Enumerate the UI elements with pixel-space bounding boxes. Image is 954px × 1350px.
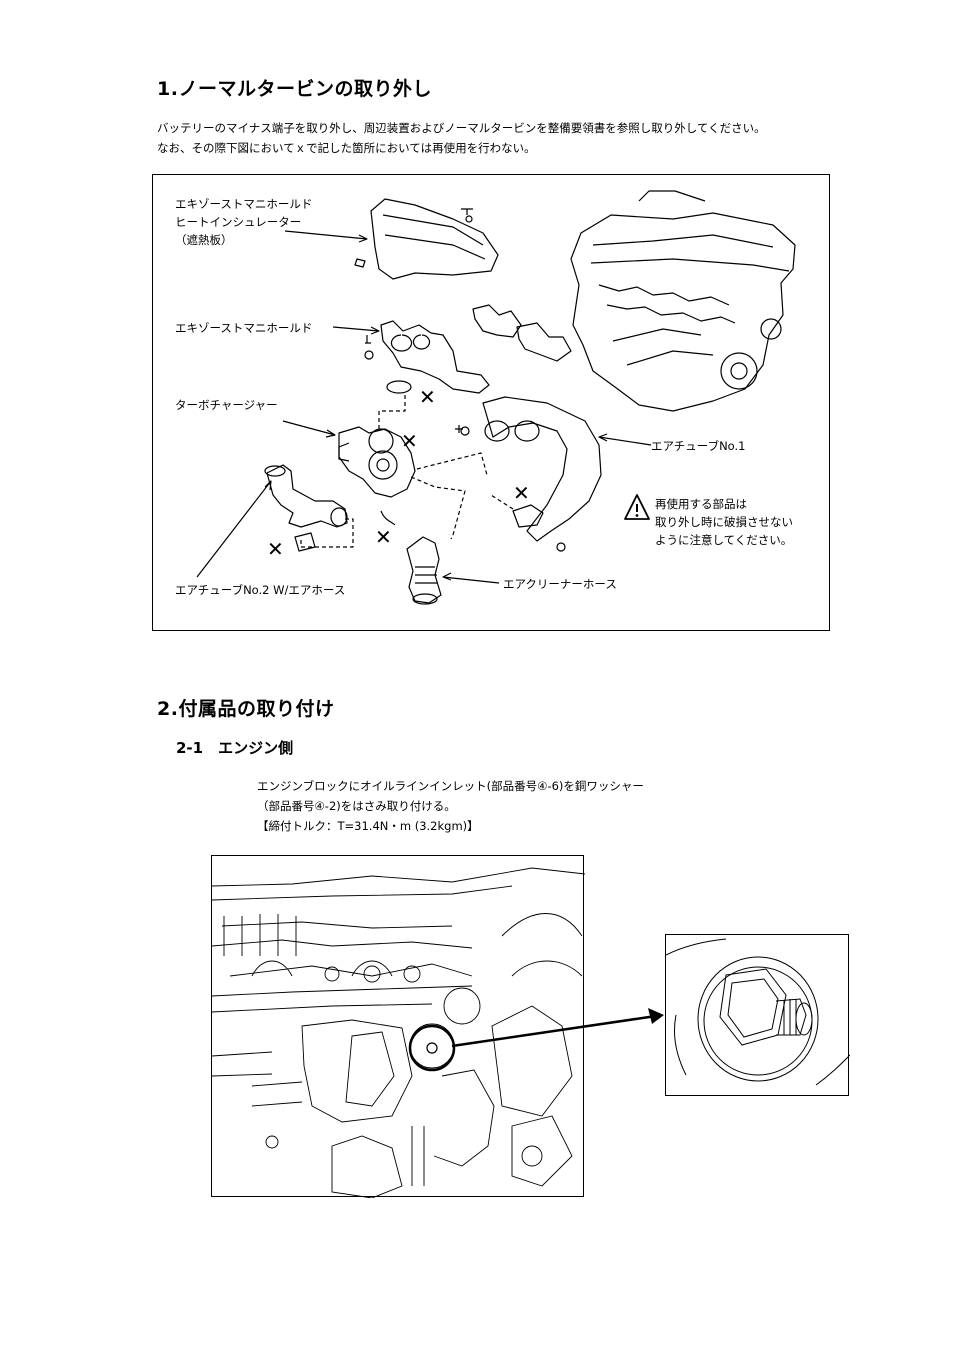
label-exhaust-manifold: エキゾーストマニホールド bbox=[175, 321, 313, 335]
turbo-removal-figure: エキゾーストマニホールド ヒートインシュレーター （遮熱板） エキゾーストマニホ… bbox=[152, 174, 830, 631]
air-tube-no2-shape bbox=[266, 464, 348, 528]
warning-note: 再使用する部品は 取り外し時に破損させない ように注意してください。 bbox=[655, 497, 793, 547]
intro-line-1: バッテリーのマイナス端子を取り外し、周辺装置およびノーマルタービンを整備要領書を… bbox=[157, 121, 766, 135]
heat-insulator-shape bbox=[370, 198, 499, 280]
exploded-view-drawing bbox=[196, 190, 796, 605]
section2-instructions: エンジンブロックにオイルラインインレット(部品番号④-6)を銅ワッシャー （部品… bbox=[257, 776, 644, 836]
section2-title: 2.付属品の取り付け bbox=[157, 698, 335, 720]
section2-sub-title: 2-1 エンジン側 bbox=[176, 739, 294, 757]
no-reuse-cross-1: ✕ bbox=[419, 385, 436, 409]
no-reuse-cross-5: ✕ bbox=[267, 537, 284, 561]
air-cleaner-hose-shape bbox=[406, 536, 442, 604]
intro-line-2: なお、その際下図においてｘで記した箇所においては再使用を行わない。 bbox=[157, 141, 536, 155]
engine-block-drawing bbox=[212, 867, 585, 1198]
label-turbocharger: ターボチャージャー bbox=[175, 398, 278, 412]
arrow-turbocharger bbox=[282, 420, 336, 438]
label-air-cleaner-hose: エアクリーナーホース bbox=[503, 577, 617, 591]
fitting-location-marker bbox=[408, 1024, 456, 1072]
label-air-tube-no2: エアチューブNo.2 W/エアホース bbox=[175, 583, 346, 597]
oil-line-inlet-detail bbox=[666, 938, 850, 1086]
label-air-tube-no1: エアチューブNo.1 bbox=[651, 439, 746, 453]
instruction-line-2: （部品番号④-2)をはさみ取り付ける。 bbox=[257, 799, 456, 813]
fitting-detail-figure bbox=[665, 934, 850, 1096]
warning-triangle-icon bbox=[624, 494, 650, 520]
section1-intro: バッテリーのマイナス端子を取り外し、周辺装置およびノーマルタービンを整備要領書を… bbox=[157, 118, 766, 158]
exhaust-manifold-shape bbox=[380, 320, 490, 394]
air-tube-no1-shape bbox=[482, 396, 602, 542]
arrow-air-cleaner-hose bbox=[442, 572, 500, 584]
no-reuse-cross-2: ✕ bbox=[401, 429, 418, 453]
turbocharger-shape bbox=[338, 426, 416, 498]
arrow-air-tube-no2 bbox=[196, 480, 272, 578]
torque-spec: 【締付トルク：T=31.4N・m (3.2kgm)】 bbox=[257, 819, 479, 833]
arrow-exhaust-manifold bbox=[332, 326, 380, 335]
no-reuse-cross-4: ✕ bbox=[375, 525, 392, 549]
no-reuse-cross-3: ✕ bbox=[513, 481, 530, 505]
arrow-heat-insulator bbox=[284, 230, 368, 243]
arrow-air-tube-no1 bbox=[598, 433, 652, 446]
instruction-line-1: エンジンブロックにオイルラインインレット(部品番号④-6)を銅ワッシャー bbox=[257, 779, 644, 793]
section1-title: 1.ノーマルタービンの取り外し bbox=[157, 78, 432, 100]
engine-block-shape bbox=[570, 212, 796, 412]
engine-side-figure bbox=[211, 855, 585, 1198]
label-heat-insulator: エキゾーストマニホールド ヒートインシュレーター （遮熱板） bbox=[175, 197, 313, 247]
